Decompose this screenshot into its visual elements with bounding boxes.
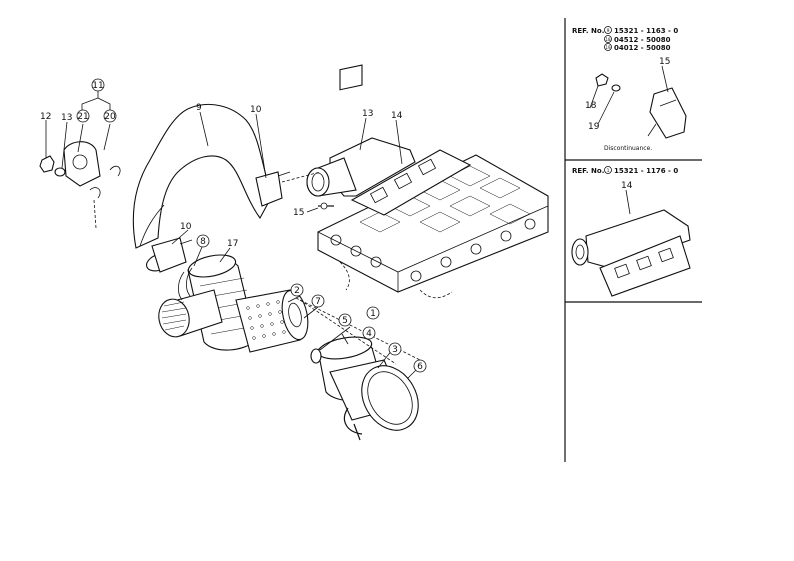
stud-bolt: [318, 202, 334, 210]
dust-cup-clamp: [343, 365, 419, 441]
callout-17: 15: [293, 208, 304, 218]
svg-text:19: 19: [605, 45, 611, 50]
svg-text:4: 4: [366, 329, 372, 339]
callout-21: 20: [103, 109, 117, 123]
svg-text:1: 1: [370, 309, 376, 319]
callout-10-lower: 10: [180, 222, 192, 232]
reference-panel-frame: [564, 18, 702, 462]
intake-port: [158, 289, 223, 338]
callout-5: 5: [338, 313, 352, 327]
svg-text:15321 - 1163 - 0: 15321 - 1163 - 0: [614, 27, 678, 35]
svg-text:18: 18: [605, 37, 611, 42]
svg-text:8: 8: [200, 237, 206, 247]
callout-11: 11: [91, 78, 105, 92]
ref-panel-1-callout-19: 19: [588, 122, 600, 132]
cleaner-strap: [178, 267, 193, 301]
callout-12: 12: [40, 112, 51, 122]
ref-panel-1-callout-18: 18: [585, 101, 597, 111]
callout-6: 6: [413, 359, 427, 373]
mounting-bracket: [63, 141, 121, 229]
ref-panel-1-drawing: [595, 73, 687, 139]
cup-seal-ring: [310, 348, 322, 364]
svg-text:15321 - 1176 - 0: 15321 - 1176 - 0: [614, 167, 678, 175]
callout-9: 9: [196, 103, 202, 113]
ref-panel-1-entry-1: 9 15321 - 1163 - 0: [604, 26, 678, 35]
callout-14: 13: [362, 109, 373, 119]
manifold: [306, 64, 416, 197]
hose-clamp-lower: [151, 237, 193, 273]
ref-panel-2-text: REF. No. 1 15321 - 1176 - 0 14: [572, 166, 678, 191]
ref-panel-1-entry-3: 19 04012 - 50080: [604, 43, 671, 52]
svg-text:6: 6: [417, 362, 423, 372]
callout-labels: 11 12 13 21 20 9 10 10 8 17 13 14 15 2 7: [40, 78, 427, 373]
manifold-gasket: [350, 149, 472, 216]
svg-text:11: 11: [92, 81, 103, 91]
callout-10-upper: 10: [250, 105, 262, 115]
svg-text:9: 9: [607, 28, 610, 34]
svg-text:1: 1: [607, 168, 610, 174]
leader-lines: [45, 65, 669, 379]
callout-7: 7: [311, 294, 325, 308]
callout-22: 21: [76, 109, 90, 123]
filter-element: [235, 289, 309, 353]
cylinder-head: [317, 154, 549, 299]
svg-text:2: 2: [294, 286, 300, 296]
callout-4: 4: [362, 326, 376, 340]
ref-panel-2-drawing: [571, 209, 691, 297]
svg-text:7: 7: [315, 297, 321, 307]
svg-text:20: 20: [104, 112, 116, 122]
callout-13: 13: [61, 113, 72, 123]
svg-text:04512 - 50080: 04512 - 50080: [614, 36, 671, 44]
svg-text:04012 - 50080: 04012 - 50080: [614, 44, 671, 52]
ref-panel-2-label: REF. No.: [572, 167, 604, 175]
hose-clamp-upper: [255, 171, 291, 207]
callout-1: 1: [366, 306, 380, 320]
ref-panel-1-callout-15: 15: [659, 57, 670, 67]
callout-20: 17: [227, 239, 238, 249]
ref-panel-1-note: Discontinuance.: [604, 145, 652, 152]
svg-text:5: 5: [342, 316, 348, 326]
svg-text:3: 3: [392, 345, 398, 355]
ref-panel-2-entry-1: 1 15321 - 1176 - 0: [604, 166, 678, 175]
bracket-nut: [39, 155, 55, 173]
ref-panel-1-entry-2: 18 04512 - 50080: [604, 35, 671, 44]
callout-3: 3: [388, 342, 402, 356]
callout-8: 8: [196, 234, 210, 248]
ref-panel-2-callout-14: 14: [621, 181, 633, 191]
ref-panel-1-text: REF. No. 9 15321 - 1163 - 0 18 04512 - 5…: [572, 26, 678, 152]
svg-text:21: 21: [77, 112, 88, 122]
ref-panel-1-label: REF. No.: [572, 27, 604, 35]
callout-2: 2: [290, 283, 304, 297]
callout-15: 14: [391, 111, 403, 121]
bracket-washer: [54, 167, 66, 177]
